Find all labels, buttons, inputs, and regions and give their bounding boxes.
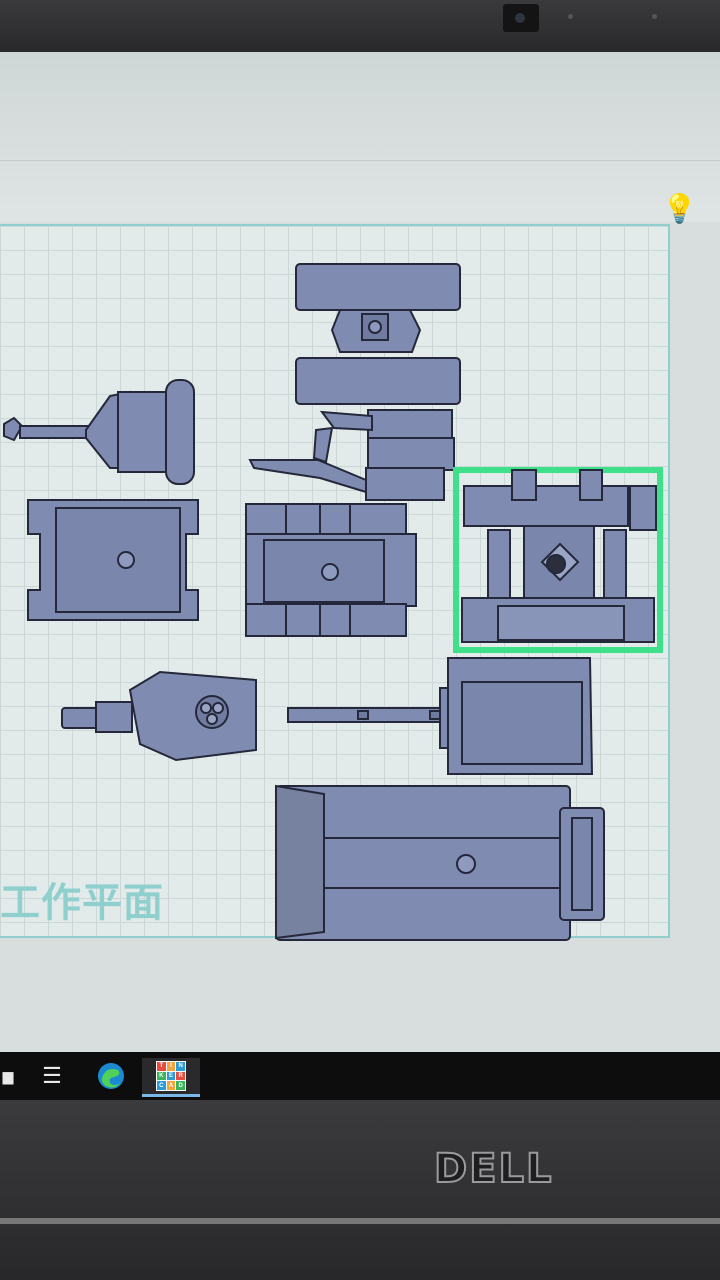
part-chassis-left[interactable] (27, 499, 199, 621)
taskbar-edge-icon[interactable]: ▆ (2, 1067, 14, 1084)
part-turret[interactable] (61, 670, 257, 762)
list-icon: ☰ (42, 1063, 62, 1088)
tinkercad-button[interactable]: T I N K E R C A D (142, 1058, 200, 1097)
taskbar: ▆ ☰ T I N K E R C A D (0, 1052, 720, 1100)
toolbar-divider (0, 160, 720, 161)
screen: 💡 工作平面 (0, 52, 720, 1052)
laptop-hinge (0, 1218, 720, 1224)
part-cannon[interactable] (3, 379, 195, 485)
part-body[interactable] (275, 784, 605, 941)
edge-button[interactable] (90, 1058, 132, 1094)
workplane-label: 工作平面 (0, 881, 164, 925)
part-arm[interactable] (248, 409, 455, 501)
part-track-chassis[interactable] (245, 503, 417, 637)
app-toolbar: 💡 (0, 52, 720, 224)
webcam (503, 4, 539, 32)
task-view-button[interactable]: ☰ (34, 1058, 70, 1094)
laptop-bezel-bottom: DELL (0, 1100, 720, 1280)
edge-icon (98, 1063, 124, 1089)
sensor-dot (652, 14, 657, 19)
part-selected-frame[interactable] (453, 467, 663, 653)
brand-logo: DELL (433, 1145, 554, 1193)
sensor-dot (568, 14, 573, 19)
lightbulb-icon[interactable]: 💡 (662, 193, 697, 224)
model-parts (3, 263, 663, 941)
part-gun-block[interactable] (287, 657, 594, 775)
part-axle-assembly[interactable] (295, 263, 461, 405)
tinkercad-icon: T I N K E R C A D (156, 1061, 186, 1091)
